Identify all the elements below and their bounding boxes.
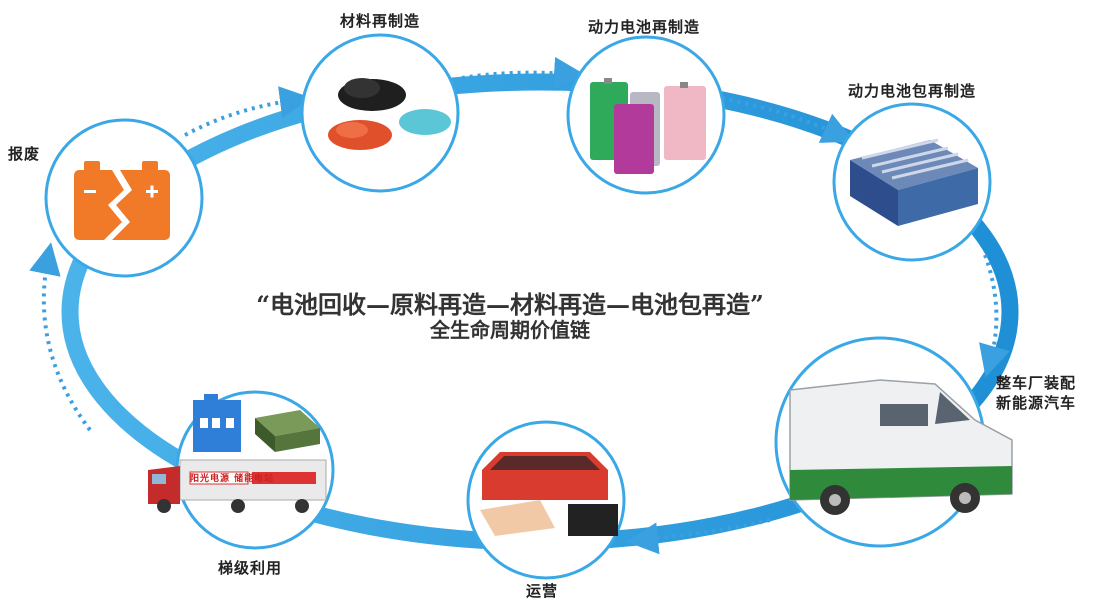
label-pack: 动力电池包再制造 [848, 82, 977, 100]
battery-pack-icon [850, 138, 978, 226]
node-pack [832, 102, 992, 262]
arrow-pack-to-vehicle [979, 254, 1010, 378]
label-reuse: 梯级利用 [218, 559, 283, 577]
node-material [300, 33, 460, 193]
label-sale: 运营 [526, 582, 559, 600]
car-handover-icon [480, 452, 618, 536]
warehouse-icon [193, 394, 241, 452]
flow-arrows [29, 56, 1010, 555]
label-cell: 动力电池再制造 [588, 18, 701, 36]
node-reuse [148, 390, 335, 550]
arrow-cell-to-pack [721, 96, 855, 143]
arrow-vehicle-to-sale [626, 518, 771, 555]
node-cell [566, 35, 726, 195]
label-vehicle-line1: 整车厂装配 [996, 374, 1077, 392]
storage-truck-icon [148, 459, 327, 513]
battery-cells-icon [590, 78, 706, 174]
broken-battery-icon [74, 161, 170, 240]
center-subtitle: 全生命周期价值链 [430, 318, 590, 342]
node-sale [466, 420, 626, 580]
label-scrap: 报废 [8, 145, 41, 163]
center-title: “电池回收—原料再造—材料再造—电池包再造” [256, 290, 764, 319]
arrow-material-to-cell [461, 56, 586, 89]
label-material: 材料再制造 [340, 12, 421, 30]
arrow-scrap-to-material [184, 86, 312, 137]
truck-text: 阳光电源 储能电站 [190, 474, 275, 484]
node-vehicle [774, 336, 1013, 548]
label-vehicle-line2: 新能源汽车 [996, 394, 1077, 412]
battery-modules-icon [255, 410, 320, 452]
electric-van-icon [789, 379, 1013, 515]
arrow-reuse-to-scrap [29, 242, 92, 432]
raw-material-powders-icon [328, 78, 451, 150]
node-scrap [44, 118, 204, 278]
